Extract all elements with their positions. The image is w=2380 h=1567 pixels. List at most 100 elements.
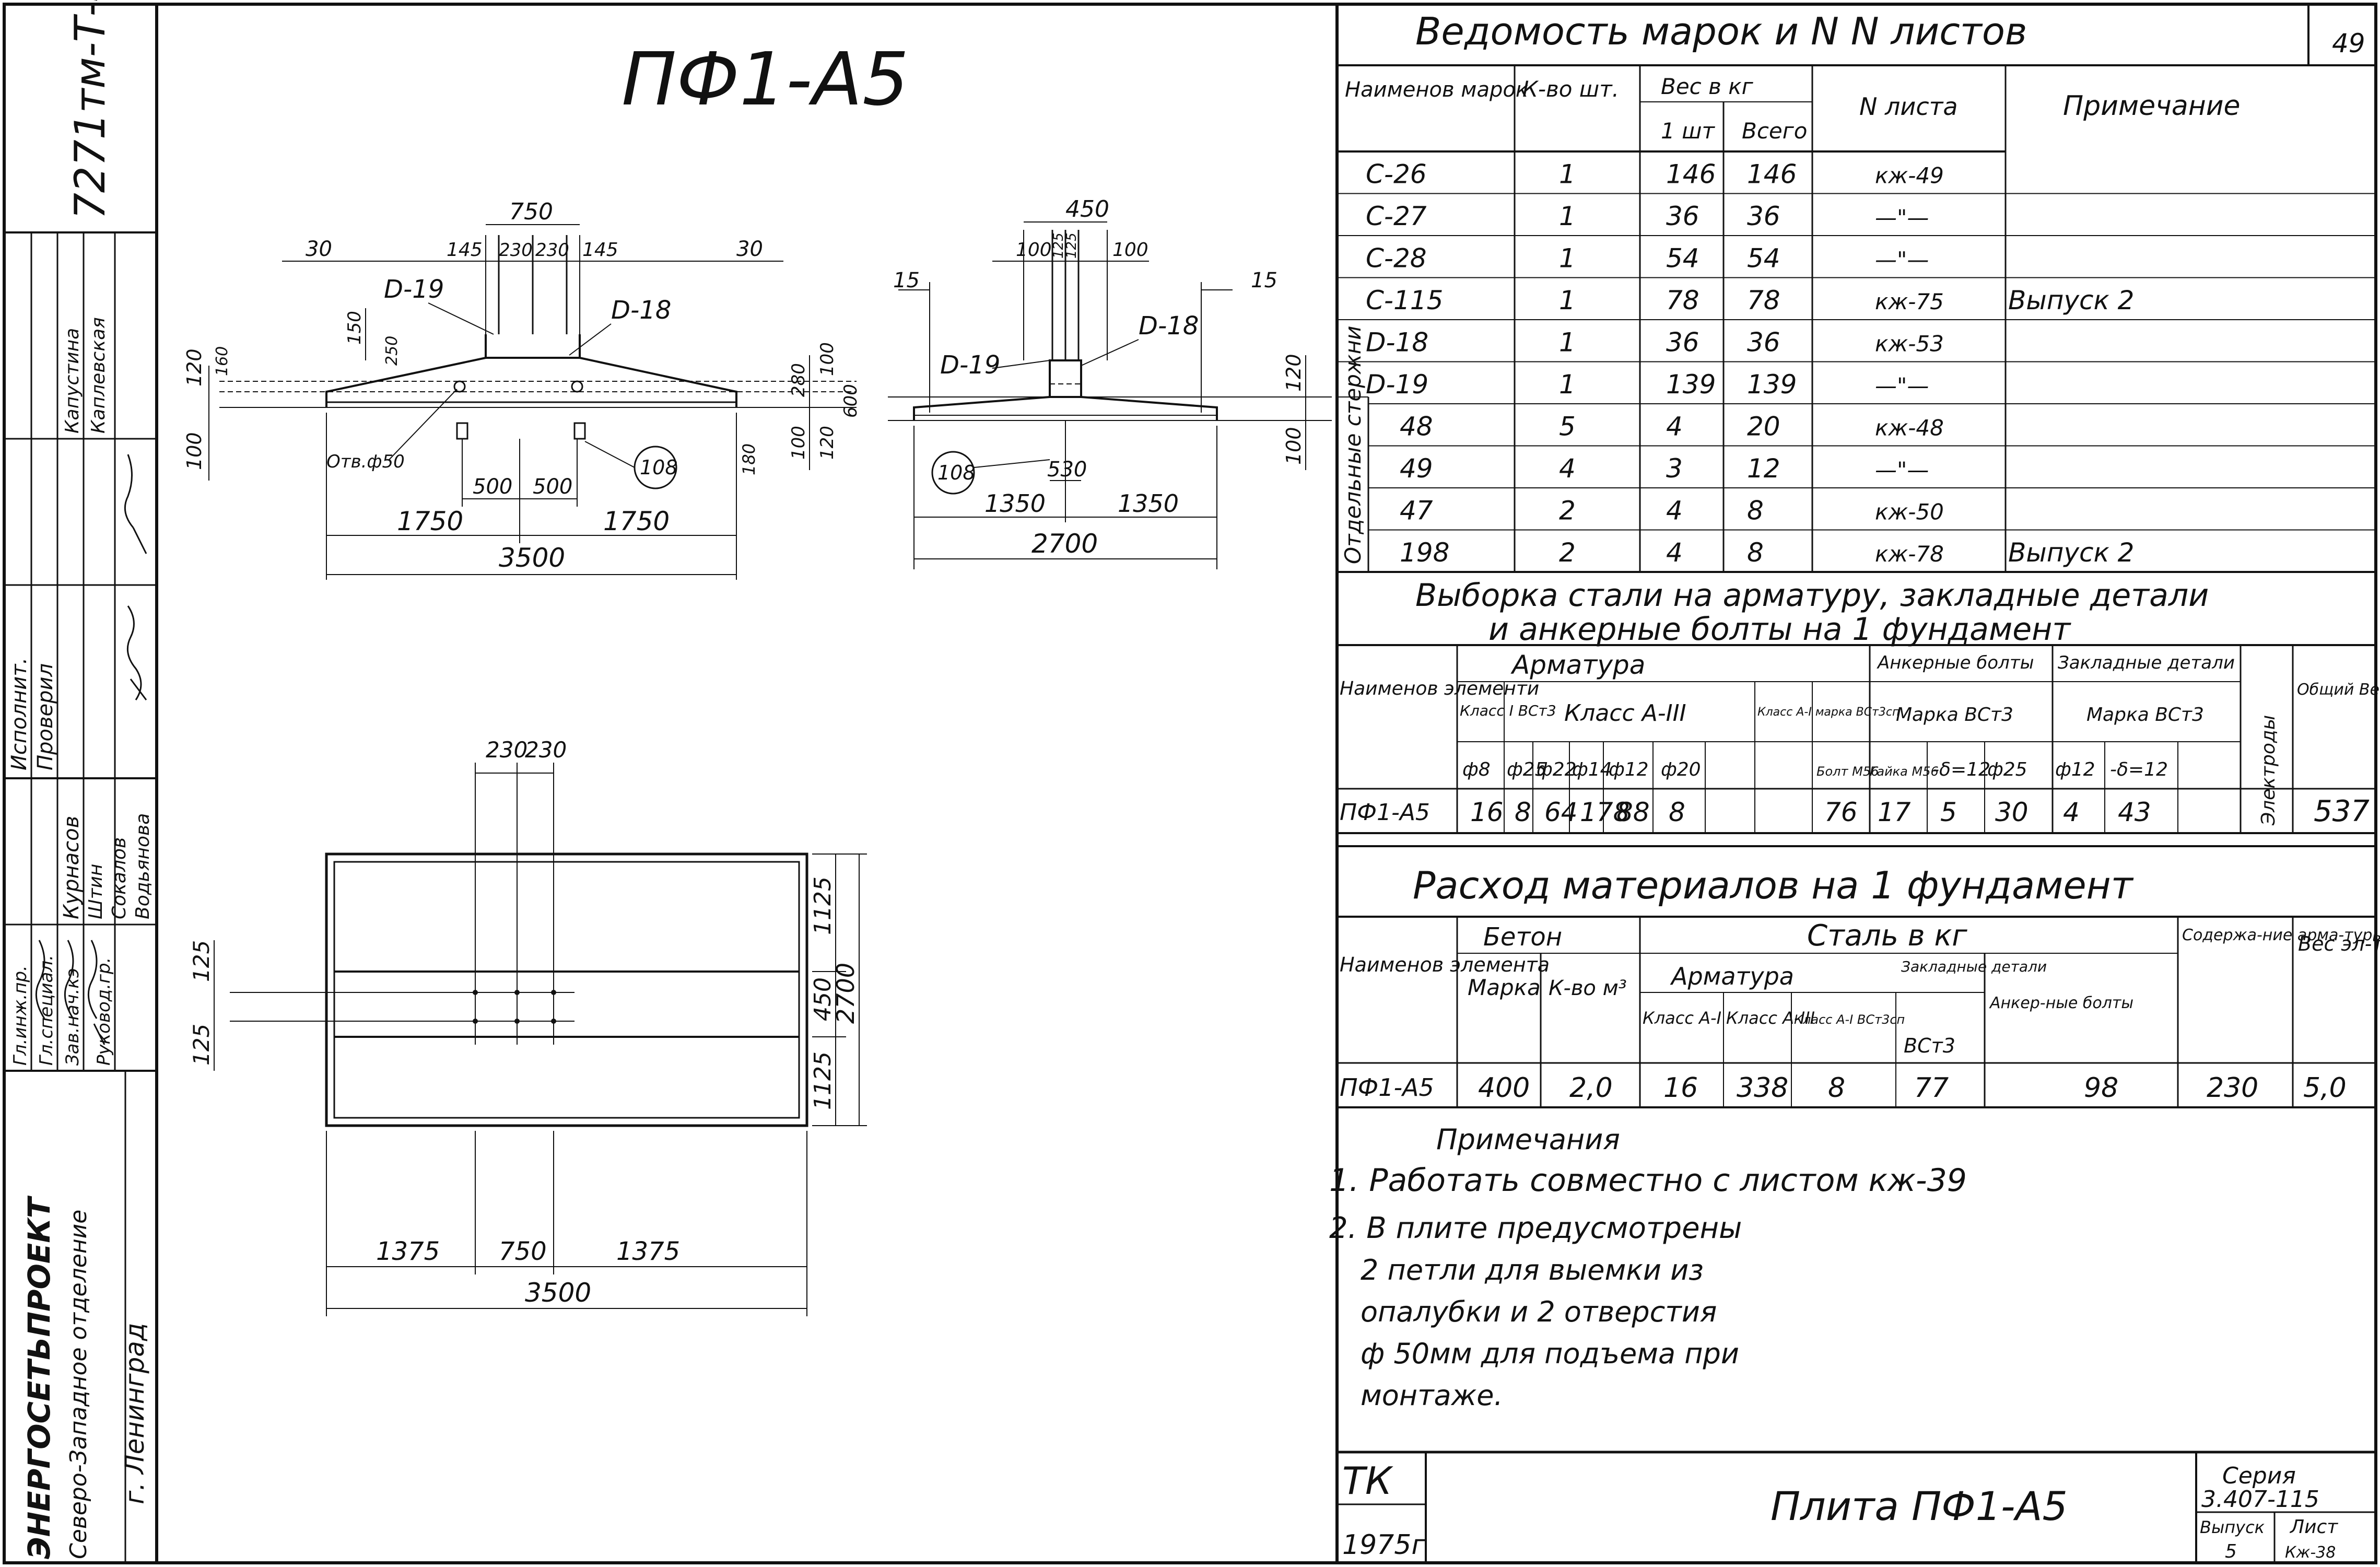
side-dim-125-right: 125 <box>1064 232 1080 259</box>
dim-500-right: 500 <box>533 475 572 499</box>
steel-row-value: 88 <box>1616 797 1650 827</box>
marks-cell-wall: 12 <box>1747 453 1780 484</box>
marks-cell-name: 48 <box>1400 412 1433 442</box>
marks-cell-sheet: —"— <box>1875 373 1929 399</box>
stamp-role-2: Проверил <box>33 663 57 770</box>
marks-cell-w1: 4 <box>1666 537 1683 568</box>
plan-dim-750: 750 <box>499 1237 547 1266</box>
mat-row-content: 230 <box>2207 1072 2258 1104</box>
marks-cell-w1: 36 <box>1666 201 1699 231</box>
note-line-5: ф 50мм для подъема при <box>1361 1337 1739 1370</box>
steel-row-value: 17 <box>1878 797 1911 827</box>
stamp-code: 7271тм-Т-49 <box>66 0 114 219</box>
side-elevation: 450 100 125 125 100 15 15 D-18 D-19 120 … <box>888 196 1332 569</box>
note-line-6: монтаже. <box>1361 1379 1503 1412</box>
dim-30-right: 30 <box>736 237 763 261</box>
marks-h-wall: Всего <box>1742 118 1808 144</box>
plan-dim-1375-right: 1375 <box>616 1237 680 1266</box>
mat-h-emb: Закладные детали <box>1901 958 2047 975</box>
title-year: 1975г <box>1342 1529 1426 1561</box>
signature-scribble <box>126 605 147 700</box>
steel-row-value: 16 <box>1470 797 1504 827</box>
marks-cell-wall: 8 <box>1747 537 1764 568</box>
marks-cell-name: С-27 <box>1366 201 1427 231</box>
mat-row-a3: 338 <box>1737 1072 1788 1104</box>
side-dim-15-right: 15 <box>1251 268 1277 293</box>
marks-cell-qty: 2 <box>1559 537 1576 568</box>
dim-100-left: 100 <box>183 432 206 470</box>
marks-cell-qty: 5 <box>1559 412 1576 442</box>
mat-row-a1: 16 <box>1663 1072 1698 1104</box>
side-dim-450: 450 <box>1065 196 1109 223</box>
mat-row-anch: 98 <box>2084 1072 2118 1104</box>
dim-120-right: 120 <box>817 426 838 460</box>
marks-cell-w1: 139 <box>1666 369 1716 400</box>
marks-cell-sheet: кж-53 <box>1875 331 1944 357</box>
mat-h-vol: К-во м³ <box>1549 976 1627 1000</box>
stamp-name-2: Штин <box>85 864 107 919</box>
marks-cell-qty: 4 <box>1559 453 1576 484</box>
steel-row-value: 5 <box>1940 797 1957 827</box>
marks-cell-sheet: —"— <box>1875 457 1929 483</box>
dim-150: 150 <box>344 311 365 345</box>
side-dim-1350-right: 1350 <box>1118 489 1179 518</box>
marks-cell-name: D-19 <box>1366 369 1428 400</box>
mat-h-a1: Класс А-I <box>1643 1008 1721 1028</box>
dim-280: 280 <box>788 363 809 397</box>
plan-dim-1125-top: 1125 <box>810 876 836 935</box>
mat-row-name: ПФ1-А5 <box>1340 1073 1434 1102</box>
marks-group-label: Отдельные стержни <box>1340 326 1366 564</box>
dim-1750-left: 1750 <box>397 506 463 536</box>
marks-cell-sheet: —"— <box>1875 205 1929 230</box>
marks-cell-sheet: кж-50 <box>1875 499 1944 525</box>
marks-cell-name: С-26 <box>1366 159 1427 190</box>
marks-cell-w1: 4 <box>1666 496 1683 526</box>
dim-230-left: 230 <box>499 240 533 261</box>
marks-cell-wall: 36 <box>1747 201 1780 231</box>
marks-cell-name: 49 <box>1400 453 1433 484</box>
marks-cell-wall: 139 <box>1747 369 1797 400</box>
bubble-108-side: 108 <box>937 461 976 484</box>
steel-row-value: 43 <box>2118 797 2151 827</box>
side-dim-125-left: 125 <box>1051 232 1066 259</box>
page-number: 49 <box>2332 28 2365 59</box>
mat-h-vst: ВСт3 <box>1904 1034 1955 1057</box>
stamp-dept: Северо-Западное отделение <box>65 1210 92 1559</box>
dim-600: 600 <box>840 384 861 418</box>
marks-cell-name: С-28 <box>1366 243 1427 274</box>
marks-cell-w1: 78 <box>1666 285 1699 315</box>
marks-cell-w1: 4 <box>1666 412 1683 442</box>
marks-cell-qty: 1 <box>1559 369 1576 400</box>
mat-row-wt: 5,0 <box>2303 1072 2347 1104</box>
steel-subheader: Гайка М56 <box>1870 764 1939 779</box>
plan-dim-450: 450 <box>810 977 836 1021</box>
plan-dim-230-left: 230 <box>486 737 527 763</box>
mat-h-arm: Арматура <box>1670 962 1794 990</box>
marks-cell-sheet: кж-49 <box>1875 163 1944 189</box>
signature-scribble <box>35 940 74 1019</box>
mat-h-wt: Вес эл-та т <box>2298 932 2380 955</box>
marks-cell-w1: 146 <box>1666 159 1716 190</box>
marks-cell-wall: 78 <box>1747 285 1780 315</box>
dim-250: 250 <box>383 336 401 366</box>
mat-h-content: Содержа-ние арма-туры кг/м³ <box>2182 926 2380 944</box>
side-dim-100-left: 100 <box>1016 239 1052 261</box>
mat-row-a1b: 8 <box>1828 1072 1845 1104</box>
dim-750: 750 <box>509 198 553 225</box>
marks-cell-note: Выпуск 2 <box>2008 285 2134 315</box>
stamp-name-4: Водьянова <box>132 813 154 919</box>
marks-cell-sheet: —"— <box>1875 247 1929 273</box>
marks-cell-name: D-18 <box>1366 328 1428 358</box>
dim-230-right: 230 <box>535 240 569 261</box>
steel-subheader: -δ=12 <box>2110 759 2168 780</box>
label-hole: Отв.ф50 <box>326 451 405 472</box>
mat-row-mark: 400 <box>1478 1072 1530 1104</box>
mat-h-beton: Бетон <box>1483 922 1562 952</box>
steel-row-value: 64 <box>1544 797 1578 827</box>
plan-dim-1375-left: 1375 <box>376 1237 440 1266</box>
steel-subheader: ф8 <box>1462 759 1491 780</box>
dim-30-left: 30 <box>306 237 332 261</box>
steel-row-value: 76 <box>1824 797 1858 827</box>
